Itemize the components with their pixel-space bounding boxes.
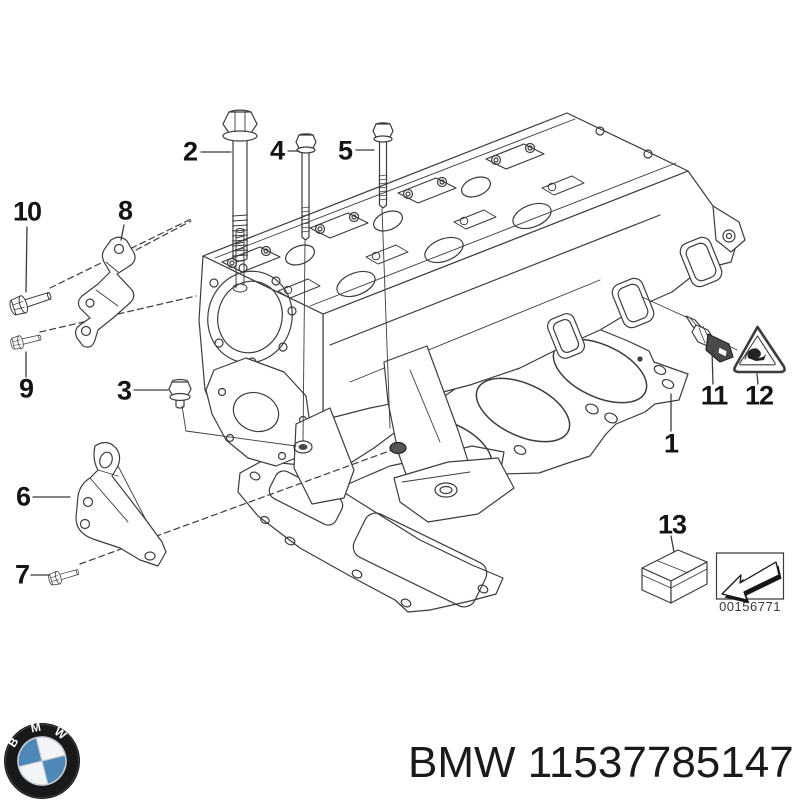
intake-ports bbox=[546, 236, 723, 359]
callout-2[interactable]: 2 bbox=[182, 136, 198, 167]
callout-7[interactable]: 7 bbox=[14, 559, 30, 590]
parts-box-drawing bbox=[641, 549, 708, 604]
callout-1[interactable]: 1 bbox=[663, 428, 679, 459]
temperature-sensor-drawing bbox=[641, 296, 738, 363]
bolt-3-drawing bbox=[168, 378, 192, 409]
cylinder-head-drawing bbox=[198, 112, 746, 523]
corner-stud bbox=[232, 228, 248, 293]
bolt-9-drawing bbox=[9, 330, 43, 351]
callout-leader-lines bbox=[25, 149, 759, 576]
callout-12[interactable]: 12 bbox=[744, 380, 774, 411]
bolt-5-drawing bbox=[372, 122, 394, 209]
callout-4[interactable]: 4 bbox=[269, 135, 285, 166]
bmw-logo: B M W bbox=[4, 721, 80, 799]
part-number-text: BMW 11537785147 bbox=[408, 738, 794, 787]
bracket-6-drawing bbox=[75, 441, 167, 567]
axis-lines bbox=[181, 208, 391, 447]
bolt-2-drawing bbox=[222, 109, 258, 262]
bolt-10-drawing bbox=[7, 286, 54, 318]
stamp-code: 00156771 bbox=[719, 599, 781, 614]
direction-stamp bbox=[715, 552, 785, 604]
callout-9[interactable]: 9 bbox=[18, 373, 34, 404]
parts-diagram-drawing bbox=[7, 109, 786, 613]
logo-letter-m: M bbox=[29, 721, 41, 735]
footer: B M W BMW 11537785147 bbox=[0, 718, 800, 800]
bolt-7-drawing bbox=[46, 565, 81, 587]
callout-5[interactable]: 5 bbox=[337, 135, 353, 166]
warning-triangle-icon bbox=[733, 325, 786, 374]
bolt-4-drawing bbox=[295, 133, 317, 241]
callout-11[interactable]: 11 bbox=[700, 380, 729, 411]
callout-13[interactable]: 13 bbox=[657, 509, 687, 540]
bracket-8-drawing bbox=[74, 236, 136, 348]
callout-10[interactable]: 10 bbox=[12, 196, 42, 227]
callout-8[interactable]: 8 bbox=[117, 195, 133, 226]
callout-6[interactable]: 6 bbox=[15, 481, 31, 512]
callout-3[interactable]: 3 bbox=[116, 375, 132, 406]
